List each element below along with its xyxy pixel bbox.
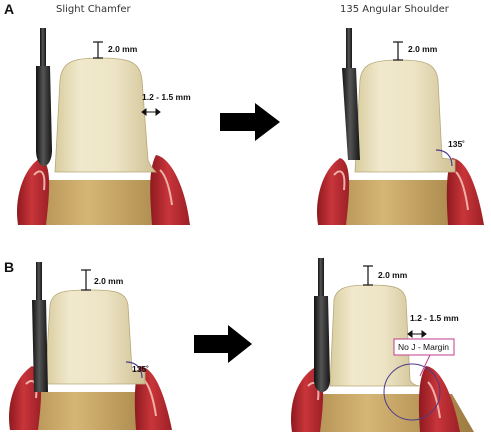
prepared-tooth [54, 57, 157, 173]
occlusal-reduction-marker [363, 265, 373, 286]
panel-letter-a: A [4, 1, 14, 17]
angle-arc [125, 361, 143, 379]
occlusal-reduction-label: 2.0 mm [108, 44, 138, 54]
occlusal-reduction-label: 2.0 mm [408, 44, 438, 54]
prepared-tooth [354, 59, 456, 173]
axial-reduction-label: 1.2 - 1.5 mm [410, 313, 459, 323]
angle-label: 135˚ [132, 364, 149, 374]
transition-arrow-b [194, 325, 252, 363]
axial-reduction-label: 1.2 - 1.5 mm [142, 92, 191, 102]
gingiva-left [316, 158, 350, 225]
occlusal-reduction-label: 2.0 mm [94, 276, 124, 286]
illustration-a-chamfer: 2.0 mm 1.2 - 1.5 mm [16, 28, 191, 225]
prepared-tooth [44, 289, 146, 385]
occlusal-reduction-marker [81, 269, 91, 291]
gingiva-left [16, 158, 50, 225]
illustration-a-shoulder: 2.0 mm 135˚ [316, 28, 484, 225]
illustration-b-shoulder: 2.0 mm 135˚ [8, 262, 172, 430]
bur-flat-end [342, 28, 360, 160]
bur-diamond [314, 258, 330, 392]
prepared-tooth [329, 284, 421, 387]
transition-arrow-a [220, 103, 280, 141]
angle-label: 135˚ [448, 139, 465, 149]
margin-highlight-circle [383, 363, 441, 421]
root-surface [320, 180, 478, 225]
root-surface [12, 392, 170, 430]
caption-slight-chamfer: Slight Chamfer [56, 4, 132, 15]
axial-reduction-arrow [141, 108, 161, 116]
illustration-b-improved: 2.0 mm 1.2 - 1.5 mm No J - Margin [290, 258, 474, 432]
no-j-margin-label: No J - Margin [398, 342, 449, 352]
occlusal-reduction-label: 2.0 mm [378, 270, 408, 280]
occlusal-reduction-marker [393, 41, 403, 61]
root-surface [20, 180, 190, 225]
caption-angular-shoulder: 135 Angular Shoulder [340, 4, 450, 15]
panel-letter-b: B [4, 259, 14, 275]
bur-flat-end [32, 262, 48, 392]
no-j-margin-leader [419, 354, 431, 377]
axial-reduction-arrow [407, 330, 427, 338]
angle-arc [435, 149, 453, 167]
no-j-margin-box [393, 338, 455, 356]
bur-diamond [36, 28, 52, 166]
occlusal-reduction-marker [93, 41, 103, 59]
